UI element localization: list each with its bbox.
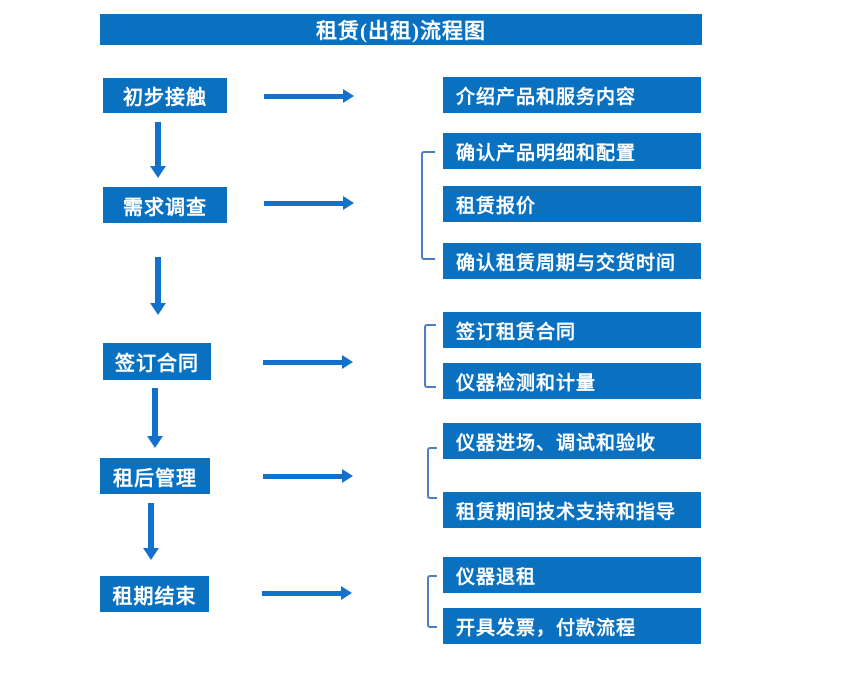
step-label: 签订合同: [115, 353, 199, 375]
flowchart-title: 租赁(出租)流程图: [100, 14, 702, 45]
output-label: 签订租赁合同: [456, 321, 577, 343]
step-box-demand-survey: 需求调查: [103, 187, 227, 223]
flowchart-title-label: 租赁(出租)流程图: [316, 18, 486, 43]
group-bracket: [427, 447, 437, 499]
output-box-sign-rental-contract: 签订租赁合同: [443, 312, 701, 348]
output-box-confirm-rental-period-delivery: 确认租赁周期与交货时间: [443, 243, 701, 279]
down-arrow-icon: [147, 388, 163, 448]
output-box-instrument-entry-commissioning-acceptance: 仪器进场、调试和验收: [443, 423, 701, 459]
output-label: 租赁报价: [456, 195, 537, 217]
output-label: 确认产品明细和配置: [456, 142, 637, 164]
output-box-invoice-payment-process: 开具发票，付款流程: [443, 608, 701, 644]
output-box-instrument-testing-measurement: 仪器检测和计量: [443, 363, 701, 399]
step-box-sign-contract: 签订合同: [103, 343, 211, 380]
output-label: 仪器进场、调试和验收: [456, 432, 657, 454]
down-arrow-icon: [150, 257, 166, 315]
output-label: 仪器退租: [456, 566, 537, 588]
step-box-rental-end: 租期结束: [100, 576, 209, 612]
output-label: 确认租赁周期与交货时间: [456, 252, 677, 274]
down-arrow-icon: [150, 122, 166, 178]
right-arrow-icon: [263, 355, 353, 369]
output-box-instrument-return: 仪器退租: [443, 557, 701, 593]
output-label: 仪器检测和计量: [456, 372, 597, 394]
group-bracket: [424, 324, 436, 388]
right-arrow-icon: [263, 469, 353, 483]
group-bracket: [421, 151, 435, 260]
output-label: 介绍产品和服务内容: [456, 86, 637, 108]
output-label: 租赁期间技术支持和指导: [456, 501, 677, 523]
right-arrow-icon: [264, 89, 354, 103]
output-box-introduce-products-services: 介绍产品和服务内容: [443, 77, 701, 113]
step-label: 初步接触: [123, 87, 207, 109]
output-label: 开具发票，付款流程: [456, 617, 637, 639]
down-arrow-icon: [143, 503, 159, 560]
output-box-rental-quote: 租赁报价: [443, 186, 701, 222]
output-box-technical-support-guidance: 租赁期间技术支持和指导: [443, 492, 701, 528]
step-label: 租期结束: [112, 585, 197, 608]
output-box-confirm-product-details: 确认产品明细和配置: [443, 133, 701, 169]
group-bracket: [427, 575, 437, 628]
step-box-initial-contact: 初步接触: [103, 78, 227, 113]
step-label: 租后管理: [113, 467, 197, 490]
step-box-post-rental-management: 租后管理: [100, 458, 210, 494]
step-label: 需求调查: [123, 196, 207, 219]
right-arrow-icon: [262, 586, 352, 600]
right-arrow-icon: [264, 196, 354, 210]
